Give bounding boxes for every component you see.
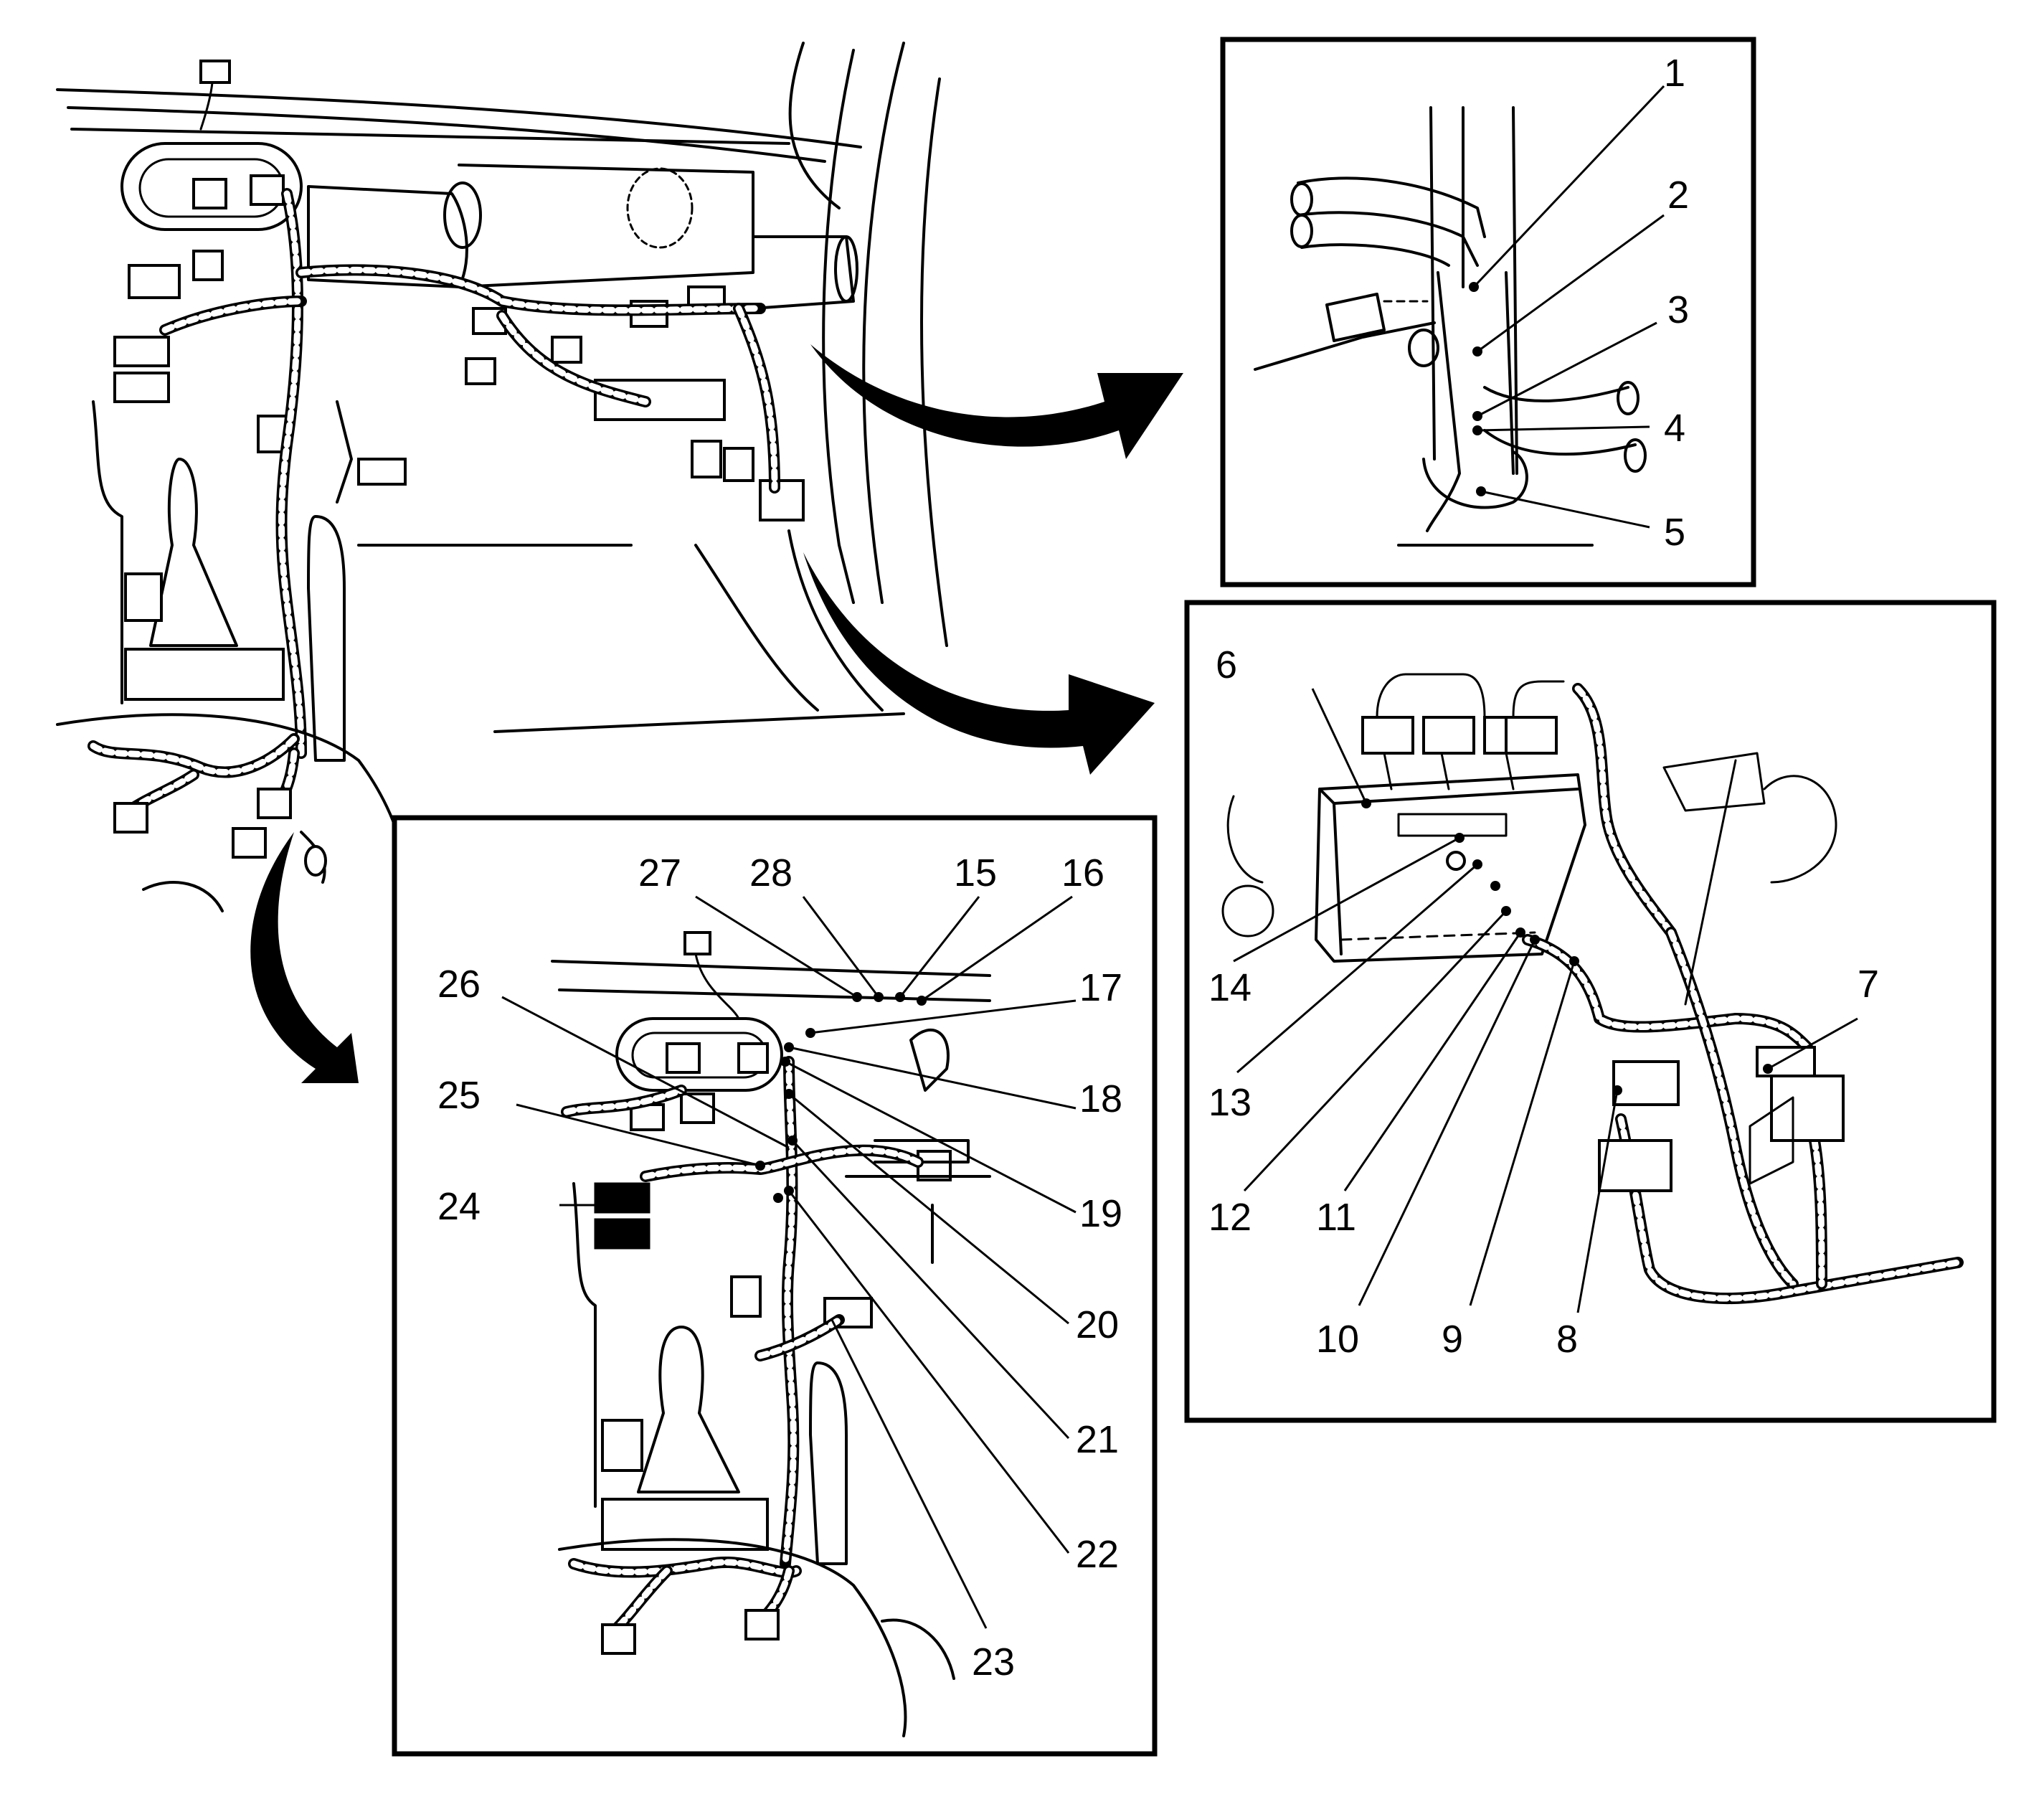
detail-b-panel: 6 7 8 9 10 11 12 13 14: [1184, 600, 1997, 1423]
callout-10: 10: [1316, 1318, 1359, 1361]
callout-22: 22: [1076, 1533, 1119, 1576]
callout-2: 2: [1667, 174, 1689, 217]
callout-24: 24: [437, 1185, 481, 1228]
callout-4: 4: [1664, 407, 1685, 450]
callout-13: 13: [1208, 1081, 1252, 1124]
callout-25: 25: [437, 1074, 481, 1117]
arrow-to-detail-c: [250, 832, 359, 1083]
arrow-to-detail-a: [810, 344, 1183, 459]
callout-9: 9: [1442, 1318, 1463, 1361]
callout-1: 1: [1664, 52, 1685, 95]
callout-15: 15: [954, 851, 997, 894]
overview-panel: [56, 42, 948, 934]
callout-27: 27: [638, 851, 681, 894]
arrow-to-detail-b: [803, 552, 1155, 775]
callout-28: 28: [749, 851, 792, 894]
callout-21: 21: [1076, 1418, 1119, 1461]
callout-16: 16: [1061, 851, 1104, 894]
callout-14: 14: [1208, 966, 1252, 1009]
callout-26: 26: [437, 963, 481, 1006]
callout-17: 17: [1079, 966, 1122, 1009]
callout-11: 11: [1316, 1196, 1356, 1239]
callout-8: 8: [1556, 1318, 1578, 1361]
callout-7: 7: [1858, 963, 1879, 1006]
callout-6: 6: [1216, 643, 1237, 686]
callout-18: 18: [1079, 1077, 1122, 1120]
callout-12: 12: [1208, 1196, 1252, 1239]
callout-3: 3: [1667, 288, 1689, 331]
detail-a-panel: 1 2 3 4 5: [1220, 37, 1756, 587]
callout-20: 20: [1076, 1303, 1119, 1346]
callout-19: 19: [1079, 1192, 1122, 1235]
callout-23: 23: [972, 1640, 1015, 1684]
callout-5: 5: [1664, 511, 1685, 554]
detail-c-panel: 27 28 15 16 17 18 19 20 21 22 23 24 25 2…: [392, 815, 1158, 1757]
